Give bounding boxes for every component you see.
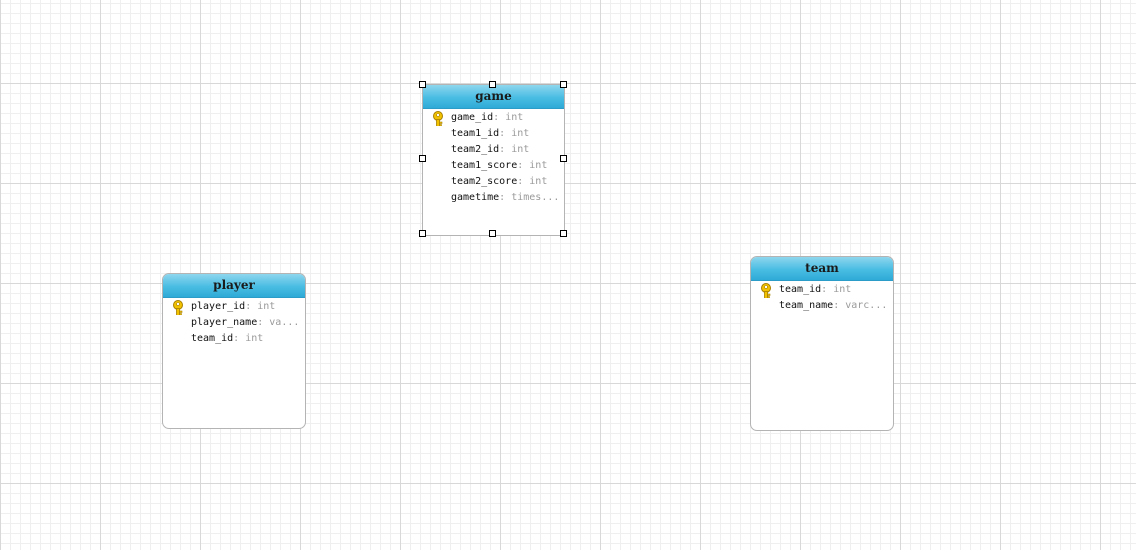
field-type: : int <box>517 176 548 187</box>
field-type: : int <box>517 160 548 171</box>
resize-handle-top-right[interactable] <box>560 81 567 88</box>
field-name: gametime <box>451 192 500 203</box>
field-type: : int <box>493 112 524 123</box>
entity-player-fields: player_id: int player_name: va... team_i… <box>163 298 305 347</box>
entity-team[interactable]: team team_id: int team_name: varc... <box>750 256 894 431</box>
field-name: team1_id <box>451 128 500 139</box>
primary-key-icon <box>433 111 443 126</box>
field-player-id[interactable]: player_id: int <box>163 299 305 315</box>
primary-key-icon <box>761 283 771 298</box>
resize-handle-top-center[interactable] <box>489 81 496 88</box>
field-name: team_name <box>779 300 834 311</box>
field-type: : times... <box>499 192 560 203</box>
field-type: : int <box>821 284 852 295</box>
field-team1-id[interactable]: team1_id: int <box>423 126 564 142</box>
resize-handle-bottom-right[interactable] <box>560 230 567 237</box>
field-name: player_name <box>191 317 258 328</box>
entity-team-fields: team_id: int team_name: varc... <box>751 281 893 314</box>
field-name: game_id <box>451 112 494 123</box>
resize-handle-bottom-left[interactable] <box>419 230 426 237</box>
field-team1-score[interactable]: team1_score: int <box>423 158 564 174</box>
resize-handle-bottom-center[interactable] <box>489 230 496 237</box>
field-type: : int <box>499 128 530 139</box>
field-player-name[interactable]: player_name: va... <box>163 315 305 331</box>
field-type: : int <box>245 301 276 312</box>
field-name: team_id <box>779 284 822 295</box>
field-game-id[interactable]: game_id: int <box>423 110 564 126</box>
field-name: team1_score <box>451 160 518 171</box>
resize-handle-middle-left[interactable] <box>419 155 426 162</box>
field-team2-score[interactable]: team2_score: int <box>423 174 564 190</box>
field-team2-id[interactable]: team2_id: int <box>423 142 564 158</box>
entity-player[interactable]: player player_id: int player_name: va...… <box>162 273 306 429</box>
field-team-id[interactable]: team_id: int <box>751 282 893 298</box>
entity-game-title: game <box>423 85 564 109</box>
entity-team-title: team <box>751 257 893 281</box>
field-team-id[interactable]: team_id: int <box>163 331 305 347</box>
entity-game[interactable]: game game_id: int team1_id: int team2_id… <box>422 84 565 236</box>
field-type: : varc... <box>833 300 888 311</box>
resize-handle-middle-right[interactable] <box>560 155 567 162</box>
field-type: : int <box>233 333 264 344</box>
resize-handle-top-left[interactable] <box>419 81 426 88</box>
field-gametime[interactable]: gametime: times... <box>423 190 564 206</box>
field-name: team_id <box>191 333 234 344</box>
field-name: team2_id <box>451 144 500 155</box>
field-type: : int <box>499 144 530 155</box>
field-name: team2_score <box>451 176 518 187</box>
field-name: player_id <box>191 301 246 312</box>
field-type: : va... <box>257 317 300 328</box>
field-team-name[interactable]: team_name: varc... <box>751 298 893 314</box>
entity-game-fields: game_id: int team1_id: int team2_id: int… <box>423 109 564 206</box>
entity-player-title: player <box>163 274 305 298</box>
primary-key-icon <box>173 300 183 315</box>
